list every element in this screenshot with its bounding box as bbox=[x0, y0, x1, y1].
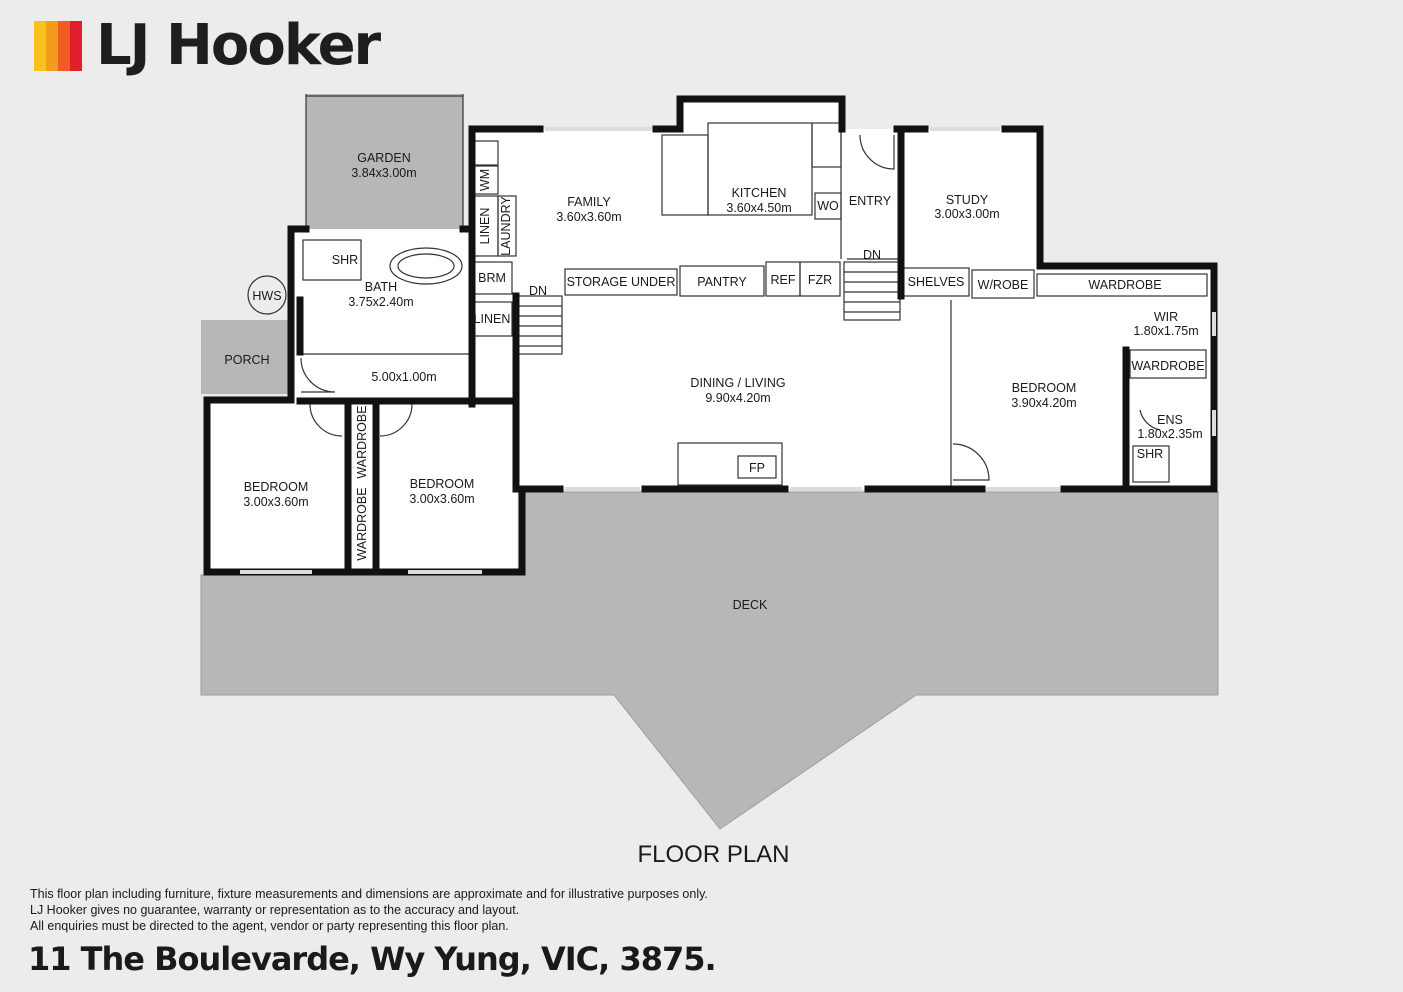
bedroom-mid-label: BEDROOM bbox=[410, 477, 475, 491]
bath-size: 3.75x2.40m bbox=[348, 295, 413, 309]
stairs-down-label: DN bbox=[529, 284, 547, 298]
brm-label: BRM bbox=[478, 271, 506, 285]
walls bbox=[203, 95, 1218, 576]
hallway-size: 5.00x1.00m bbox=[371, 370, 436, 384]
laundry-label: LAUNDRY bbox=[499, 196, 513, 256]
deck-label: DECK bbox=[733, 598, 768, 612]
bedroom-mid-size: 3.00x3.60m bbox=[409, 492, 474, 506]
ens-label: ENS bbox=[1157, 413, 1183, 427]
bedroom-main-size: 3.90x4.20m bbox=[1011, 396, 1076, 410]
bedroom-left-label: BEDROOM bbox=[244, 480, 309, 494]
hws-label: HWS bbox=[252, 289, 281, 303]
fridge-label: REF bbox=[771, 273, 796, 287]
plan-title: FLOOR PLAN bbox=[637, 841, 790, 868]
study-size: 3.00x3.00m bbox=[934, 207, 999, 221]
windows bbox=[240, 127, 1216, 574]
wardrobe-main-label: WARDROBE bbox=[1088, 278, 1161, 292]
garden-area bbox=[306, 94, 463, 229]
ens-shower-label: SHR bbox=[1137, 447, 1163, 461]
family-size: 3.60x3.60m bbox=[556, 210, 621, 224]
disclaimer: This floor plan including furniture, fix… bbox=[30, 886, 708, 934]
bedroom-left-size: 3.00x3.60m bbox=[243, 495, 308, 509]
property-address: 11 The Boulevarde, Wy Yung, VIC, 3875. bbox=[28, 940, 717, 978]
storage-under-label: STORAGE UNDER bbox=[567, 275, 676, 289]
shelves-label: SHELVES bbox=[908, 275, 965, 289]
wardrobe-lower-label: WARDROBE bbox=[355, 487, 369, 560]
dining-living-label: DINING / LIVING bbox=[690, 376, 785, 390]
kitchen-label: KITCHEN bbox=[732, 186, 787, 200]
kitchen-size: 3.60x4.50m bbox=[726, 201, 791, 215]
disclaimer-line: LJ Hooker gives no guarantee, warranty o… bbox=[30, 903, 520, 917]
linen-upper-label: LINEN bbox=[478, 208, 492, 245]
wir-label: WIR bbox=[1154, 310, 1178, 324]
bedroom-main-label: BEDROOM bbox=[1012, 381, 1077, 395]
logo-wordmark: LJ Hooker bbox=[96, 13, 381, 78]
wardrobe-ens-label: WARDROBE bbox=[1131, 359, 1204, 373]
entry-stairs-down-label: DN bbox=[863, 248, 881, 262]
wall-oven-label: WO bbox=[817, 199, 839, 213]
wrobe-label: W/ROBE bbox=[978, 278, 1029, 292]
shower-label: SHR bbox=[332, 253, 358, 267]
ens-size: 1.80x2.35m bbox=[1137, 427, 1202, 441]
porch-label: PORCH bbox=[224, 353, 269, 367]
fireplace-label: FP bbox=[749, 461, 765, 475]
garden-size: 3.84x3.00m bbox=[351, 166, 416, 180]
lj-hooker-logo: LJ Hooker bbox=[34, 13, 381, 78]
bath-label: BATH bbox=[365, 280, 397, 294]
porch-area bbox=[201, 320, 291, 394]
interior-floor bbox=[207, 97, 1213, 570]
logo-stripe bbox=[46, 21, 58, 71]
washing-machine-label: WM bbox=[478, 169, 492, 191]
pantry-label: PANTRY bbox=[697, 275, 747, 289]
family-label: FAMILY bbox=[567, 195, 611, 209]
garden-label: GARDEN bbox=[357, 151, 410, 165]
study-label: STUDY bbox=[946, 193, 989, 207]
logo-stripe bbox=[58, 21, 70, 71]
freezer-label: FZR bbox=[808, 273, 832, 287]
wardrobe-upper-label: WARDROBE bbox=[355, 405, 369, 478]
logo-stripe bbox=[70, 21, 82, 71]
logo-stripe bbox=[34, 21, 46, 71]
wir-size: 1.80x1.75m bbox=[1133, 324, 1198, 338]
disclaimer-line: This floor plan including furniture, fix… bbox=[30, 887, 708, 901]
dining-living-size: 9.90x4.20m bbox=[705, 391, 770, 405]
entry-label: ENTRY bbox=[849, 194, 892, 208]
disclaimer-line: All enquiries must be directed to the ag… bbox=[30, 919, 509, 933]
linen-lower-label: LINEN bbox=[474, 312, 511, 326]
